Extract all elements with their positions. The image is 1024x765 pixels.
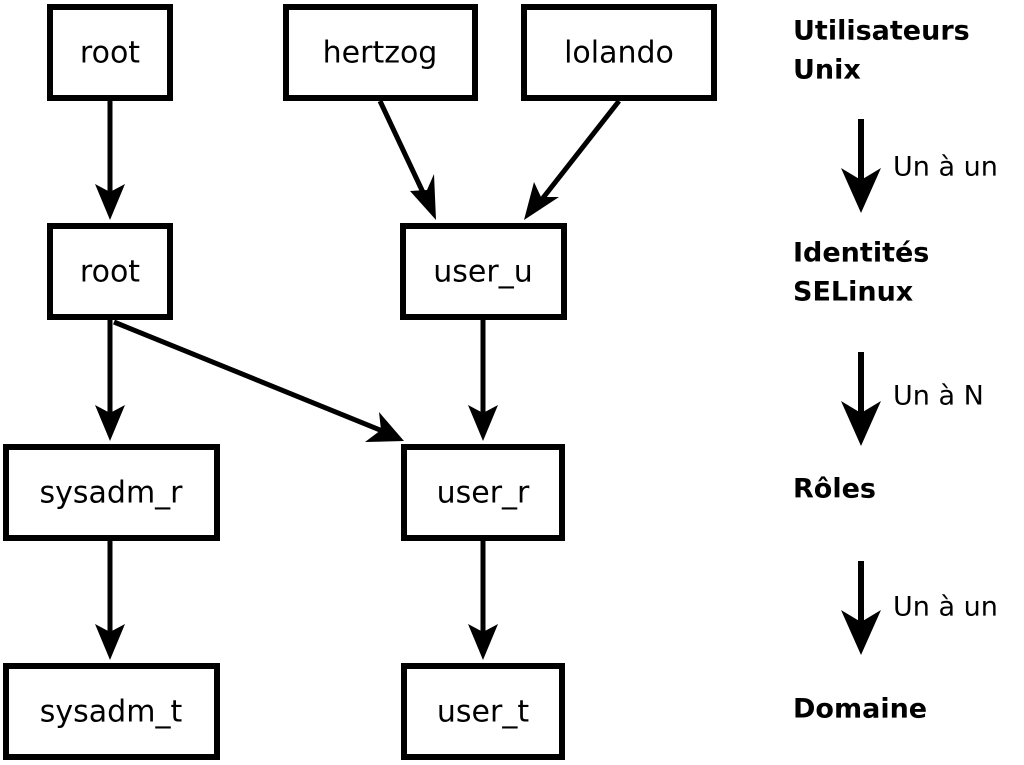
node-user-r[interactable]: user_r [401,444,565,541]
legend-stage-identites-selinux: Identités SELinux [793,238,929,308]
arrowhead-icon [95,184,125,220]
node-label: root [80,36,140,71]
node-user-u[interactable]: user_u [400,223,567,320]
arrowhead-icon [365,412,404,442]
node-label: sysadm_t [40,695,183,730]
edge-line [377,99,431,205]
node-box[interactable] [47,4,173,101]
legend-stage-line: Rôles [793,474,876,505]
node-label: user_r [437,476,530,511]
legend-stage-line: Domaine [793,694,927,725]
legend-stage-domaine: Domaine [793,694,927,725]
arrowhead-icon [468,624,498,660]
arrowhead-icon [410,174,436,220]
legend-arrow-un-a-n: Un à N [841,352,984,446]
arrowhead-icon [95,405,125,441]
edge-sysadm-r-to-sysadm-t [95,541,125,660]
node-sysadm-t[interactable]: sysadm_t [3,663,220,760]
node-box[interactable] [3,663,220,760]
arrowhead-icon [841,168,881,213]
node-box[interactable] [521,4,717,101]
edge-line [113,319,386,435]
node-box[interactable] [3,444,220,541]
node-label: hertzog [323,36,438,71]
legend-edge-label: Un à un [893,592,998,623]
legend-stage-line: Unix [793,55,861,86]
edge-user-r-to-user-t [468,541,498,660]
arrowhead-icon [841,610,881,655]
node-lolando[interactable]: lolando [521,4,717,101]
arrowhead-icon [95,624,125,660]
node-box[interactable] [283,4,478,101]
node-root-unix[interactable]: root [47,4,173,101]
edge-hertzog-to-user-u [377,99,436,220]
legend-stage-line: Utilisateurs [793,16,970,47]
legend-edge-label: Un à un [893,152,998,183]
edge-layer [95,99,621,660]
node-box[interactable] [401,444,565,541]
legend-edge-label: Un à N [893,381,984,412]
arrowhead-icon [524,182,559,220]
edge-line [537,99,621,205]
legend-arrow-un-a-un-1: Un à un [841,119,998,213]
arrowhead-icon [841,401,881,446]
edge-root-unix-to-root-selinux [95,101,125,220]
legend-stage-roles: Rôles [793,474,876,505]
node-root-selinux[interactable]: root [47,223,173,320]
node-user-t[interactable]: user_t [401,663,565,760]
node-box[interactable] [401,663,565,760]
node-label: root [80,255,140,290]
arrowhead-icon [468,405,498,441]
edge-root-selinux-to-user-r [113,319,404,442]
node-label: lolando [564,36,674,71]
node-label: user_u [433,255,532,290]
edge-root-selinux-to-sysadm-r [95,320,125,441]
node-box[interactable] [400,223,567,320]
node-layer: root hertzog lolando root user_u sysadm_ [3,4,717,760]
node-label: user_t [437,695,529,730]
edge-user-u-to-user-r [468,320,498,441]
legend-stage-line: SELinux [793,277,913,308]
node-sysadm-r[interactable]: sysadm_r [3,444,220,541]
node-box[interactable] [47,223,173,320]
legend-column: Utilisateurs Unix Un à un Identités SELi… [793,16,998,725]
legend-stage-line: Identités [793,238,929,269]
legend-arrow-un-a-un-2: Un à un [841,561,998,655]
node-label: sysadm_r [40,476,184,511]
edge-lolando-to-user-u [524,99,621,220]
legend-stage-utilisateurs-unix: Utilisateurs Unix [793,16,970,86]
node-hertzog[interactable]: hertzog [283,4,478,101]
